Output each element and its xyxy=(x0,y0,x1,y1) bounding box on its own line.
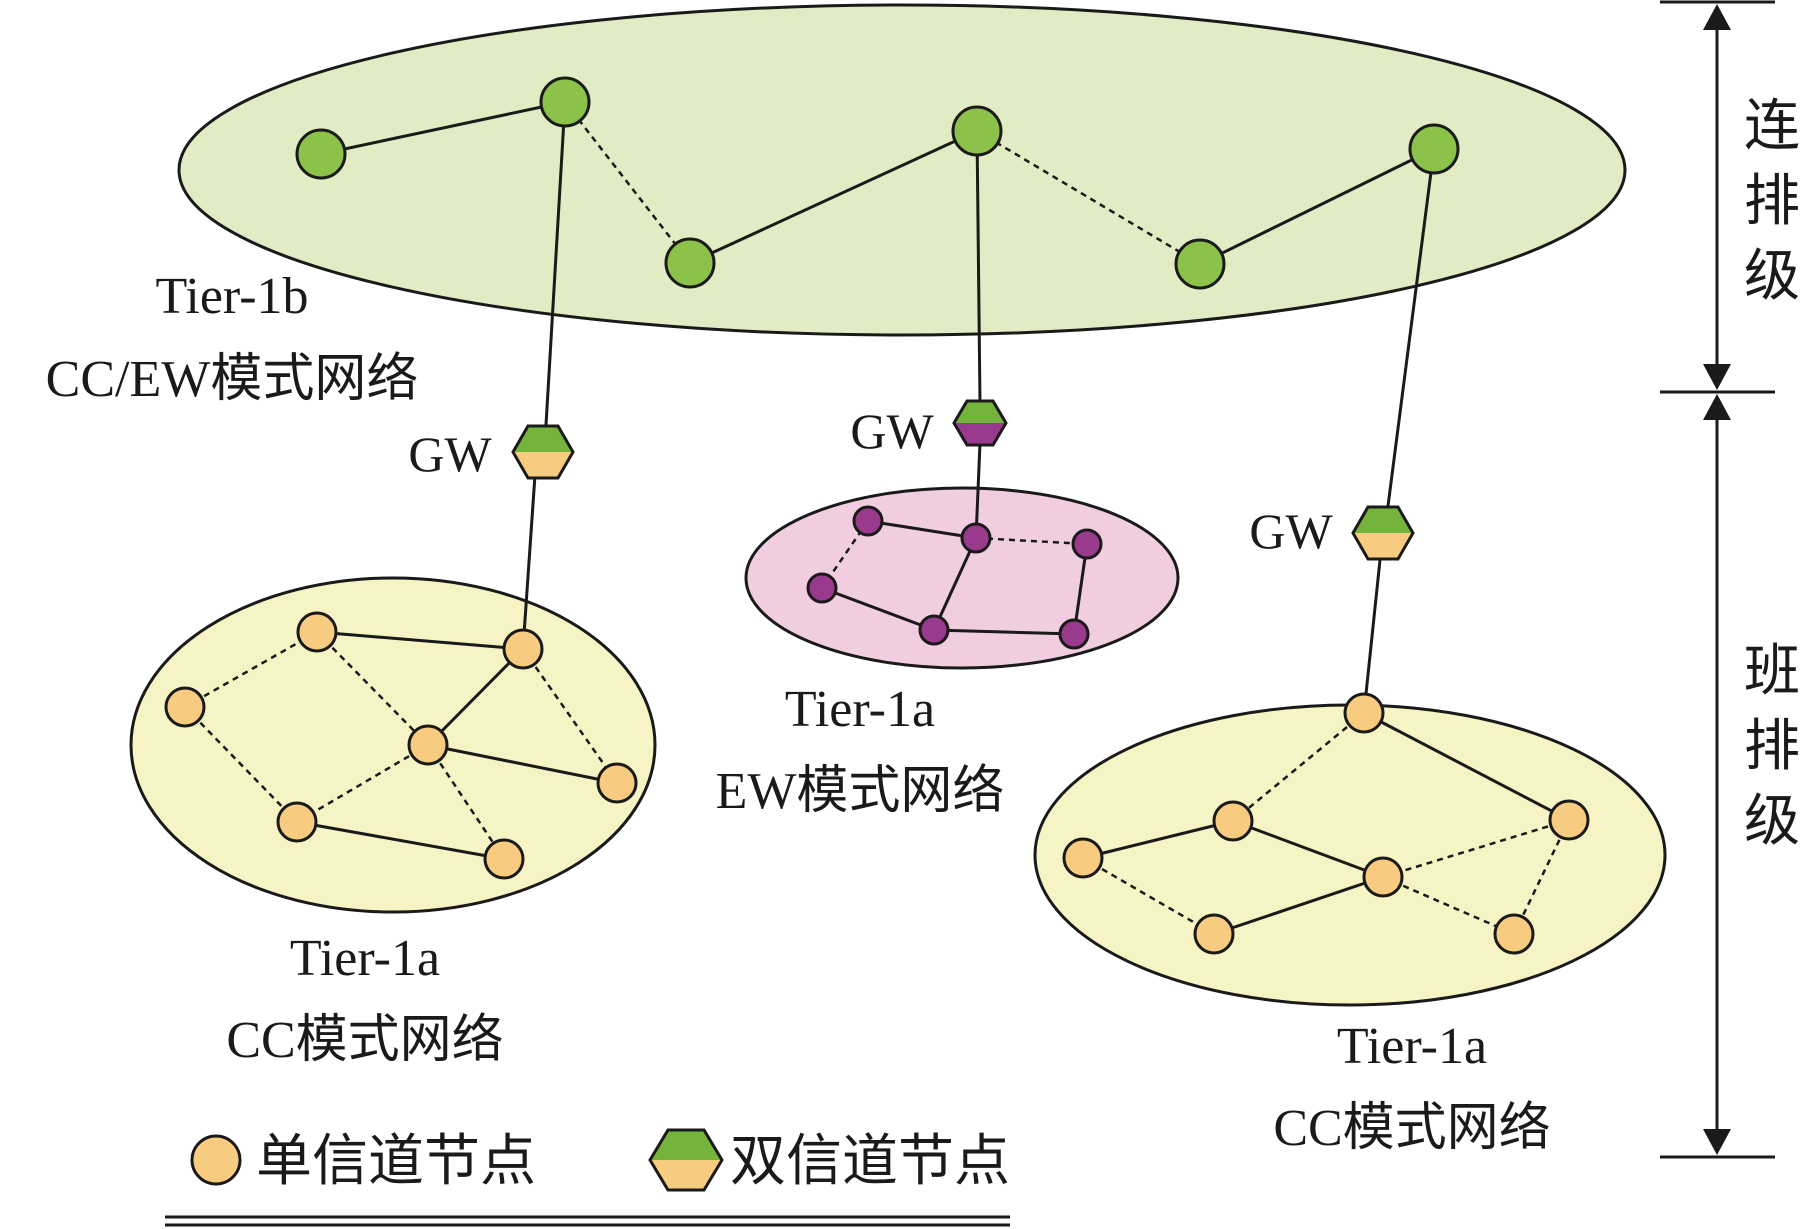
tier1a-ew-label-line2: EW模式网络 xyxy=(716,763,1005,820)
single-channel-node xyxy=(502,628,544,670)
gateway-links xyxy=(521,101,1436,714)
link xyxy=(1382,875,1515,936)
gateway-right xyxy=(1351,505,1415,561)
link xyxy=(1386,148,1436,507)
scale-upper-char-1: 连 xyxy=(1744,96,1800,158)
single-channel-node xyxy=(1493,913,1535,955)
link xyxy=(521,648,619,784)
tier1a-cc-right-label-line2: CC模式网络 xyxy=(1273,1100,1550,1157)
gateway-middle xyxy=(952,399,1008,447)
tier1b-cluster xyxy=(177,3,1627,337)
scale-lower-char-2: 排 xyxy=(1744,716,1800,778)
scale-upper-char-3: 级 xyxy=(1744,246,1800,308)
single-channel-node xyxy=(596,762,638,804)
link xyxy=(426,647,525,747)
arrow-down-icon xyxy=(1703,364,1731,390)
tier1a-cc-cluster-right xyxy=(1033,703,1667,1007)
single-channel-node xyxy=(1193,913,1235,955)
legend-dual-channel-icon xyxy=(648,1128,724,1192)
tier1a-cc-cluster-left xyxy=(129,576,657,914)
single-channel-node xyxy=(1548,799,1590,841)
tier1b-label-line1: Tier-1b xyxy=(155,268,308,325)
single-channel-node xyxy=(1343,692,1385,734)
single-channel-node xyxy=(296,611,338,653)
single-channel-node xyxy=(1362,856,1404,898)
link xyxy=(296,743,429,824)
dual-channel-node xyxy=(1174,238,1226,290)
tier1a-cc-left-label-line1: Tier-1a xyxy=(290,930,440,987)
gw-middle-label: GW xyxy=(850,403,934,459)
legend-single-channel-label: 单信道节点 xyxy=(256,1131,536,1193)
dual-channel-node xyxy=(1408,123,1460,175)
link xyxy=(933,628,1075,636)
single-channel-node xyxy=(1212,800,1254,842)
link xyxy=(316,631,429,746)
single-channel-node xyxy=(483,838,525,880)
link xyxy=(821,586,935,632)
ew-node xyxy=(960,522,992,554)
cc-left-links xyxy=(184,630,619,861)
single-channel-node xyxy=(1062,837,1104,879)
dual-channel-node xyxy=(295,128,347,180)
legend-single-channel-icon xyxy=(190,1134,242,1186)
link xyxy=(974,442,982,539)
link xyxy=(975,130,982,404)
link xyxy=(1082,819,1234,860)
tier1a-ew-label-line1: Tier-1a xyxy=(785,681,935,738)
legend: 单信道节点 双信道节点 xyxy=(165,1128,1010,1227)
link xyxy=(184,630,318,709)
tier1b-label-line2: CC/EW模式网络 xyxy=(46,351,419,408)
scale-lower-char-3: 级 xyxy=(1744,791,1800,853)
tier1a-cc-right-label-line1: Tier-1a xyxy=(1337,1018,1487,1075)
link xyxy=(184,706,298,823)
link xyxy=(521,474,537,650)
link xyxy=(316,630,524,651)
arrow-down-icon xyxy=(1703,1129,1731,1155)
arrow-up-icon xyxy=(1703,4,1731,30)
single-channel-node xyxy=(276,801,318,843)
link xyxy=(689,129,978,265)
link xyxy=(932,537,978,631)
link xyxy=(1213,875,1384,936)
ew-nodes xyxy=(806,505,1103,650)
single-channel-node xyxy=(407,724,449,766)
link xyxy=(1362,559,1382,714)
link xyxy=(564,101,691,264)
gw-right-label: GW xyxy=(1249,503,1333,559)
link xyxy=(1363,711,1570,822)
ew-node xyxy=(1071,528,1103,560)
link xyxy=(426,744,506,860)
link xyxy=(975,536,1088,546)
ew-node xyxy=(918,614,950,646)
link xyxy=(1232,819,1384,879)
link xyxy=(1082,856,1215,936)
link xyxy=(867,519,977,540)
cc-right-nodes xyxy=(1062,692,1590,955)
link xyxy=(1199,147,1435,266)
ew-node xyxy=(806,572,838,604)
link xyxy=(320,100,566,156)
scale-upper-char-2: 排 xyxy=(1744,171,1800,233)
tier1a-cc-left-label-line2: CC模式网络 xyxy=(226,1012,503,1069)
tier1b-links xyxy=(320,100,1435,266)
link xyxy=(296,820,505,861)
arrow-up-icon xyxy=(1703,394,1731,420)
gw-left-label: GW xyxy=(408,426,492,482)
cc-right-links xyxy=(1082,711,1571,936)
gateway-left xyxy=(511,424,575,480)
link xyxy=(427,743,618,785)
legend-dual-channel-label: 双信道节点 xyxy=(730,1131,1010,1193)
ew-node xyxy=(1058,618,1090,650)
scale-lower-char-1: 班 xyxy=(1744,641,1800,703)
hierarchy-scale xyxy=(1660,0,1775,1159)
dual-channel-node xyxy=(664,237,716,289)
link xyxy=(544,101,567,426)
ew-node xyxy=(852,505,884,537)
dual-channel-node xyxy=(539,76,591,128)
single-channel-node xyxy=(164,686,206,728)
cc-left-nodes xyxy=(164,611,638,880)
dual-channel-node xyxy=(951,105,1003,157)
tier1b-nodes xyxy=(295,76,1460,290)
